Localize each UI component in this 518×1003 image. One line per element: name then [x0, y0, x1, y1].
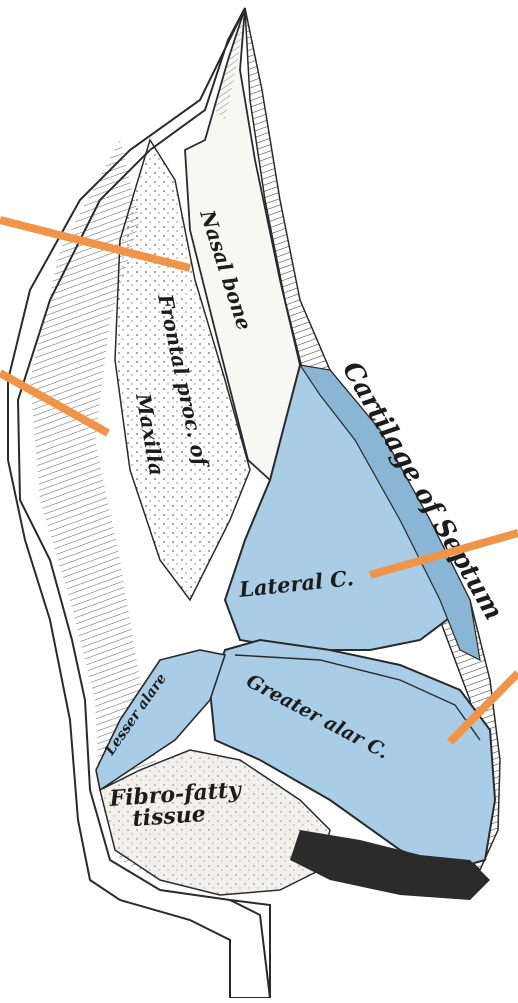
label-tissue: tissue: [132, 801, 207, 832]
